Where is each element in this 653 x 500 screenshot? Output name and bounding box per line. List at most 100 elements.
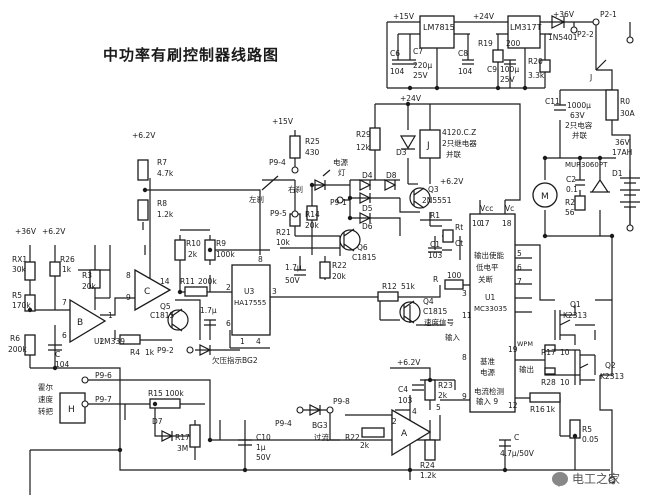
r26-resistor bbox=[49, 261, 61, 277]
label-c2: C2 bbox=[566, 175, 576, 184]
label-c9v2: 25V bbox=[500, 75, 516, 84]
label-c11: C11 bbox=[545, 97, 560, 106]
label-u3-pin1: 1 bbox=[240, 337, 245, 346]
label-r17bv: 10 bbox=[560, 348, 570, 357]
label-r14v: 20k bbox=[305, 221, 320, 230]
r19-resistor bbox=[492, 49, 504, 63]
label-c17: 1.7μ bbox=[200, 306, 217, 315]
label-r6v: 200k bbox=[8, 345, 27, 354]
label-pin3: 3 bbox=[462, 289, 467, 298]
label-r24v: 1.2k bbox=[420, 471, 437, 480]
relay-coil bbox=[419, 129, 441, 159]
d-1n5401-diode bbox=[551, 15, 566, 29]
label-v15-top: +15V bbox=[393, 12, 415, 21]
label-v36-top: +36V bbox=[553, 10, 575, 19]
label-r19v: 200 bbox=[506, 39, 521, 48]
label-pin5: 5 bbox=[517, 249, 522, 258]
label-d5: D5 bbox=[362, 204, 373, 213]
label-r4: R4 bbox=[130, 348, 140, 357]
label-pin19: 19 bbox=[508, 345, 518, 354]
label-c7v1: 220μ bbox=[413, 61, 432, 70]
label-c11v3: 2只电容 bbox=[565, 120, 593, 130]
label-power-lamp1: 电源 bbox=[333, 157, 348, 167]
label-q5: Q5 bbox=[160, 302, 171, 311]
diagram-title: 中功率有刷控制器线路图 bbox=[103, 46, 280, 64]
label-p9-4a: P9-4 bbox=[269, 158, 286, 167]
label-out: 输出 bbox=[519, 364, 534, 374]
label-q5v: C1815 bbox=[150, 311, 175, 320]
label-r9v: 100k bbox=[216, 250, 235, 259]
label-v62-left2: +6.2V bbox=[42, 227, 66, 236]
label-q6: Q6 bbox=[357, 243, 368, 252]
label-c-left: C bbox=[55, 350, 60, 359]
label-u3v: HA17555 bbox=[234, 299, 266, 307]
label-c7: C7 bbox=[413, 47, 423, 56]
label-r7: R7 bbox=[157, 158, 167, 167]
lm7815-regulator bbox=[419, 15, 455, 49]
label-r24: R24 bbox=[420, 461, 435, 470]
label-mur: MUR3060PT bbox=[565, 161, 608, 169]
opamp-c bbox=[134, 268, 172, 312]
label-r28v: 10 bbox=[560, 378, 570, 387]
label-r16: R16 bbox=[530, 405, 545, 414]
label-p2-1: P2-1 bbox=[600, 10, 617, 19]
r25-resistor bbox=[289, 135, 301, 159]
label-r23: R23 bbox=[438, 381, 453, 390]
label-r6: R6 bbox=[10, 334, 20, 343]
mc33035-ic bbox=[469, 213, 516, 413]
label-power-lamp2: 灯 bbox=[338, 167, 346, 177]
label-q6v: C1815 bbox=[352, 253, 377, 262]
label-c1: C1 bbox=[430, 240, 440, 249]
label-hall-h: H bbox=[68, 405, 75, 415]
label-ref1: 基准 bbox=[480, 356, 495, 366]
label-r0v: 30A bbox=[620, 109, 636, 118]
hall-sensor bbox=[59, 392, 86, 424]
r3-resistor bbox=[89, 269, 101, 289]
label-v62-left: +6.2V bbox=[132, 131, 156, 140]
label-r21: R21 bbox=[276, 228, 291, 237]
label-pin-a4: 4 bbox=[412, 407, 417, 416]
label-u1-out2: 低电平 bbox=[476, 262, 499, 272]
label-r2v: 56 bbox=[565, 208, 575, 217]
label-pin-a2: 2 bbox=[392, 417, 397, 426]
label-p9-4b: P9-4 bbox=[275, 419, 292, 428]
label-r22bv: 2k bbox=[360, 441, 370, 450]
label-r3v: 20k bbox=[82, 282, 97, 291]
circuit-wires bbox=[29, 21, 631, 495]
label-pin7: 7 bbox=[517, 277, 522, 286]
label-r22: R22 bbox=[332, 261, 347, 270]
r23-resistor bbox=[424, 379, 436, 401]
label-r19: R19 bbox=[478, 39, 493, 48]
label-u3-pin2: 2 bbox=[226, 283, 231, 292]
r11-resistor bbox=[184, 286, 208, 297]
label-pin17: 17 bbox=[480, 219, 490, 228]
label-r10: R10 bbox=[186, 239, 201, 248]
label-r20v: 3.3k bbox=[528, 71, 545, 80]
motor-m bbox=[532, 182, 558, 208]
label-c11v4: 并联 bbox=[572, 130, 587, 140]
label-r17b: R17 bbox=[541, 348, 556, 357]
label-r29: R29 bbox=[356, 130, 371, 139]
label-r2: R2 bbox=[565, 198, 575, 207]
label-c9v1: 100μ bbox=[500, 65, 519, 74]
label-p9-1: P9-1 bbox=[330, 198, 347, 207]
label-r10v: 2k bbox=[188, 250, 198, 259]
label-c2v: 0.1 bbox=[566, 185, 578, 194]
q5-transistor bbox=[167, 308, 189, 332]
label-c4v: 103 bbox=[398, 396, 413, 405]
label-op-b: B bbox=[77, 318, 83, 328]
label-r25v: 430 bbox=[305, 148, 320, 157]
label-relay-2: 2只继电器 bbox=[442, 138, 477, 148]
label-u2: U2 bbox=[94, 337, 104, 346]
label-r-a: R bbox=[433, 275, 438, 284]
r15-resistor bbox=[149, 398, 181, 409]
label-pin-a5: 5 bbox=[436, 403, 441, 412]
label-r25: R25 bbox=[305, 137, 320, 146]
label-q1v: K2313 bbox=[563, 311, 587, 320]
r7-resistor bbox=[137, 159, 149, 181]
label-36v-a: 36V bbox=[615, 138, 631, 147]
label-r29v: 12k bbox=[356, 143, 371, 152]
r24-resistor bbox=[424, 439, 436, 461]
label-r15: R15 bbox=[148, 389, 163, 398]
label-q3v: 2N5551 bbox=[422, 196, 452, 205]
